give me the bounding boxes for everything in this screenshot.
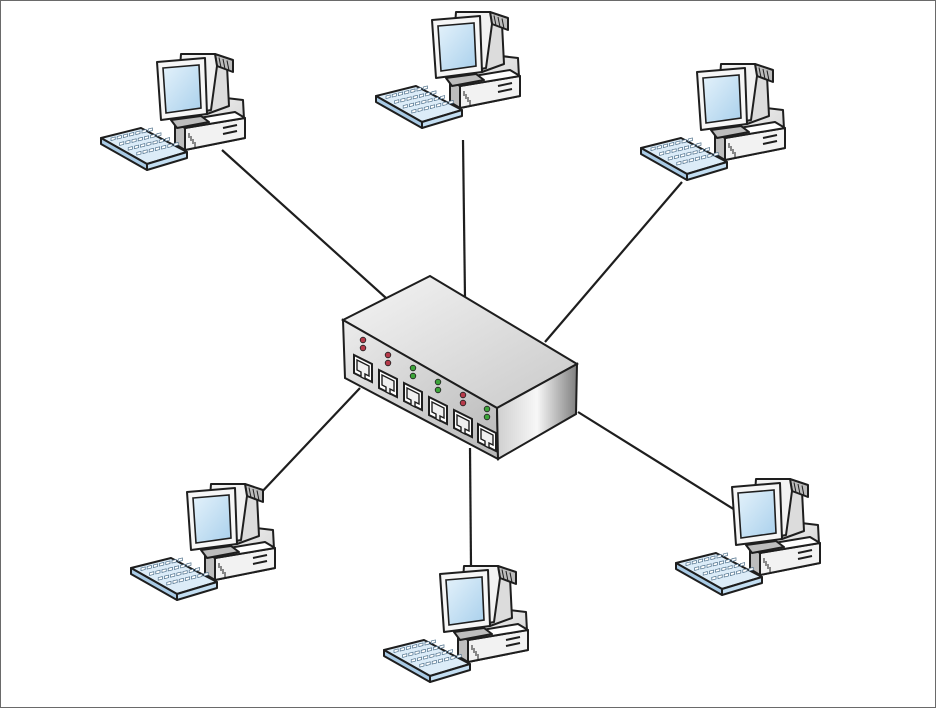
status-led [359,336,367,344]
cable-bottom-right [577,411,736,511]
cable-top-right [544,181,683,343]
switch-port-4 [428,378,448,426]
computer-bottom-right [675,478,821,596]
monitor-screen [445,576,485,626]
cable-top-left [221,149,387,299]
computer-top-left [100,53,246,171]
keyboard [675,552,763,596]
status-led [483,413,491,421]
monitor-screen [162,64,202,114]
connections [221,139,736,567]
computer-bottom-center [383,565,529,683]
status-led [384,351,392,359]
monitor-screen [702,74,742,124]
cable-bottom-center [468,447,473,567]
switch-port-2 [378,351,398,399]
switch-port-5 [453,391,473,439]
switch-port-3 [403,364,423,412]
monitor [186,483,264,559]
computer-top-center [375,11,521,129]
status-led [384,359,392,367]
computers [100,11,821,683]
keyboard [383,639,471,683]
computer-top-right [640,63,786,181]
status-led [434,386,442,394]
status-led [459,391,467,399]
cable-bottom-left [257,387,361,497]
keyboard [100,127,188,171]
status-led [483,405,491,413]
switch-side-face [495,362,579,461]
monitor [696,63,774,139]
monitor [431,11,509,87]
status-led [409,364,417,372]
switch-port-1 [353,336,373,384]
keyboard [130,557,218,601]
status-led [434,378,442,386]
computer-bottom-left [130,483,276,601]
status-led [359,344,367,352]
status-led [409,372,417,380]
network-switch [340,274,580,461]
keyboard [640,137,728,181]
status-led [459,399,467,407]
switch-ports [353,336,497,453]
monitor [439,565,517,641]
monitor-screen [437,22,477,72]
keyboard [375,85,463,129]
cable-top-center [461,139,467,299]
switch-port-6 [477,405,497,453]
monitor [731,478,809,554]
monitor-screen [192,494,232,544]
monitor-screen [737,489,777,539]
monitor [156,53,234,129]
